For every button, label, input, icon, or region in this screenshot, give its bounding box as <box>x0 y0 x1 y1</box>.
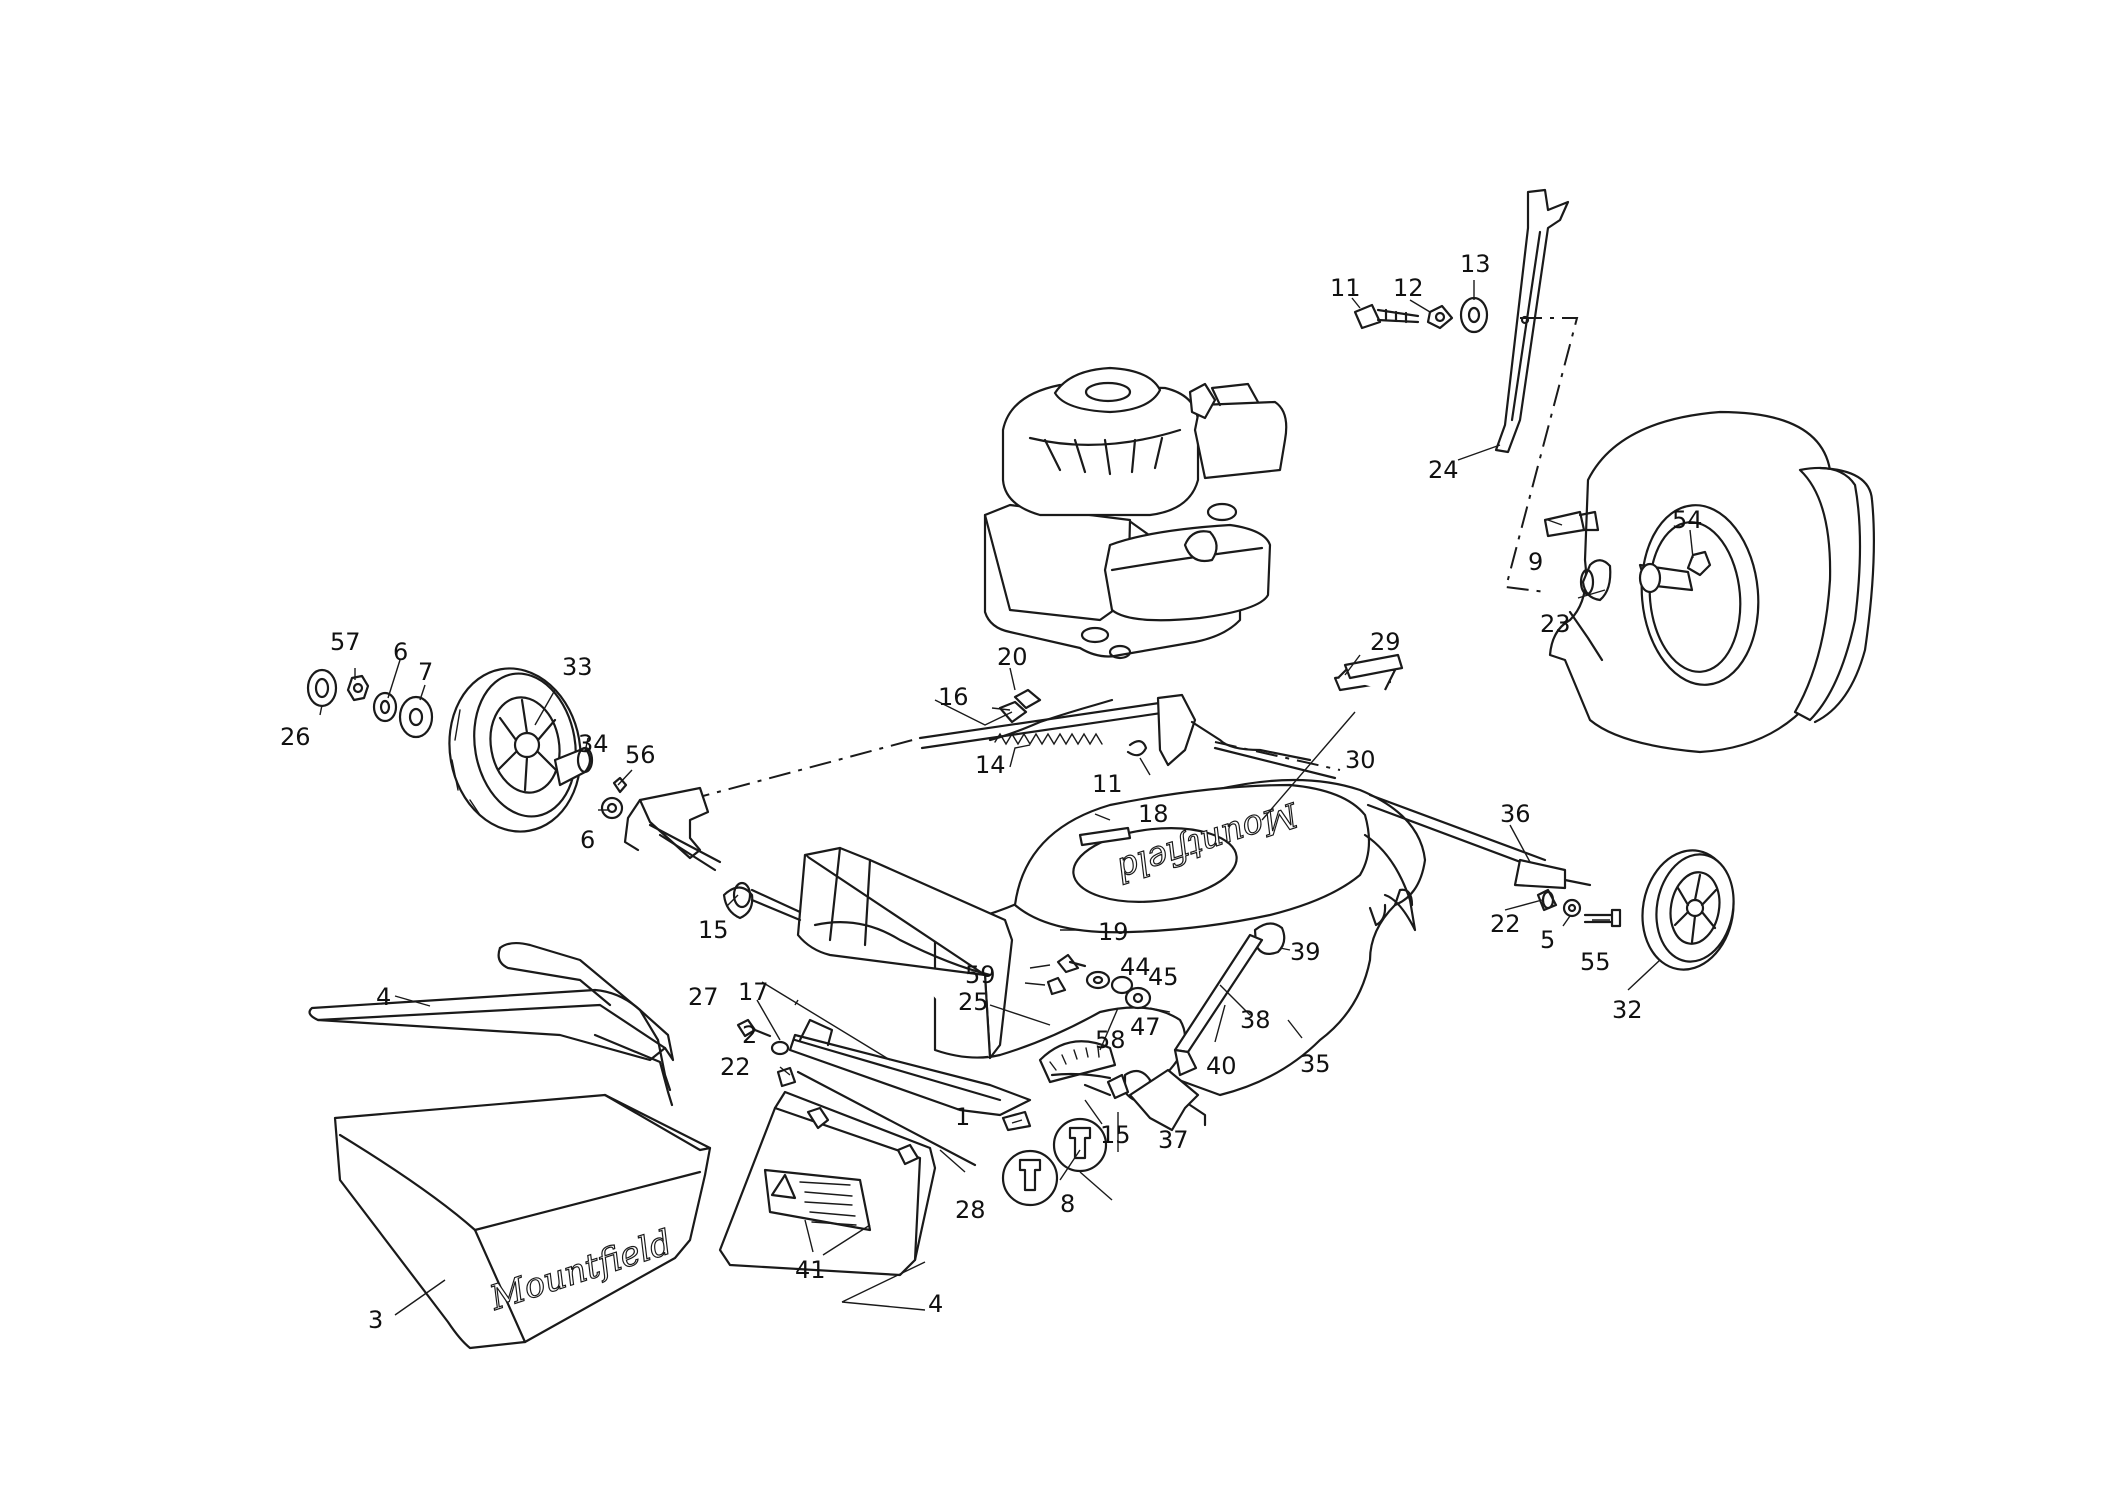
mower-deck: Mountfield <box>933 778 1427 1097</box>
part-label-14: 14 <box>975 751 1006 779</box>
part-label-10: 11 <box>1330 274 1361 302</box>
part-label-13: 13 <box>1460 250 1491 278</box>
part-label-16: 16 <box>938 683 969 711</box>
part-label-12: 12 <box>1393 274 1424 302</box>
rear-guard <box>718 1090 937 1277</box>
upper-axle <box>623 693 1341 872</box>
part-label-8: 8 <box>1060 1190 1075 1218</box>
part-label-11: 11 <box>1092 770 1123 798</box>
part-label-58: 58 <box>1095 1026 1126 1054</box>
part-label-5: 5 <box>1540 926 1555 954</box>
part-label-36: 36 <box>1500 800 1531 828</box>
part-label-23: 23 <box>1540 610 1571 638</box>
part-label-4-lower: 4 <box>928 1290 943 1318</box>
part-label-35: 35 <box>1300 1050 1331 1078</box>
blade-and-housing <box>1494 188 1875 754</box>
part-label-59: 59 <box>965 961 996 989</box>
part-label-6-lower: 6 <box>580 826 595 854</box>
part-label-24: 24 <box>1428 456 1459 484</box>
part-label-7: 7 <box>418 658 433 686</box>
part-label-22-right: 22 <box>1490 910 1521 938</box>
part-label-18: 18 <box>1138 800 1169 828</box>
part-label-47: 47 <box>1130 1013 1161 1041</box>
part-label-38: 38 <box>1240 1006 1271 1034</box>
part-label-57: 57 <box>330 628 361 656</box>
part-label-26: 26 <box>280 723 311 751</box>
part-label-39: 39 <box>1290 938 1321 966</box>
part-label-45: 45 <box>1148 963 1179 991</box>
blade-bolt-set <box>1353 296 1489 334</box>
part-labels: 11 12 13 24 9 54 23 29 30 20 16 11 14 18… <box>280 250 1703 1334</box>
grassbag-frame <box>308 941 675 1107</box>
part-label-22-left: 22 <box>720 1053 751 1081</box>
part-label-30: 30 <box>1345 746 1376 774</box>
part-label-33: 33 <box>562 653 593 681</box>
grassbag: Mountfield <box>333 1093 712 1350</box>
leader-lines <box>319 280 1694 1316</box>
part-label-17: 17 <box>738 978 769 1006</box>
left-rear-wheel <box>448 667 628 833</box>
part-label-3: 3 <box>368 1306 383 1334</box>
part-label-6-upper: 6 <box>393 638 408 666</box>
part-label-20: 20 <box>997 643 1028 671</box>
part-label-27: 27 <box>688 983 719 1011</box>
part-label-34: 34 <box>578 730 609 758</box>
part-label-55: 55 <box>1580 948 1611 976</box>
part-label-19: 19 <box>1098 918 1129 946</box>
part-label-37: 37 <box>1158 1126 1189 1154</box>
part-label-32: 32 <box>1612 996 1643 1024</box>
lower-axle <box>788 793 1592 1132</box>
right-front-wheel <box>1536 849 1735 971</box>
part-label-2: 2 <box>742 1021 757 1049</box>
part-label-28: 28 <box>955 1196 986 1224</box>
part-label-44: 44 <box>1120 953 1151 981</box>
part-label-15-lower: 15 <box>1100 1121 1131 1149</box>
engine <box>983 366 1288 660</box>
part-label-41: 41 <box>795 1256 826 1284</box>
misc-fasteners <box>722 653 1404 1207</box>
part-label-29: 29 <box>1370 628 1401 656</box>
part-label-56: 56 <box>625 741 656 769</box>
part-label-9: 9 <box>1528 548 1543 576</box>
part-label-54: 54 <box>1672 506 1703 534</box>
part-label-25: 25 <box>958 988 989 1016</box>
part-label-1: 1 <box>955 1103 970 1131</box>
left-wheel-fixings <box>306 668 434 739</box>
part-label-15-upper: 15 <box>698 916 729 944</box>
part-label-40: 40 <box>1206 1052 1237 1080</box>
part-label-4-upper: 4 <box>376 983 391 1011</box>
rear-chute <box>796 846 1014 1060</box>
